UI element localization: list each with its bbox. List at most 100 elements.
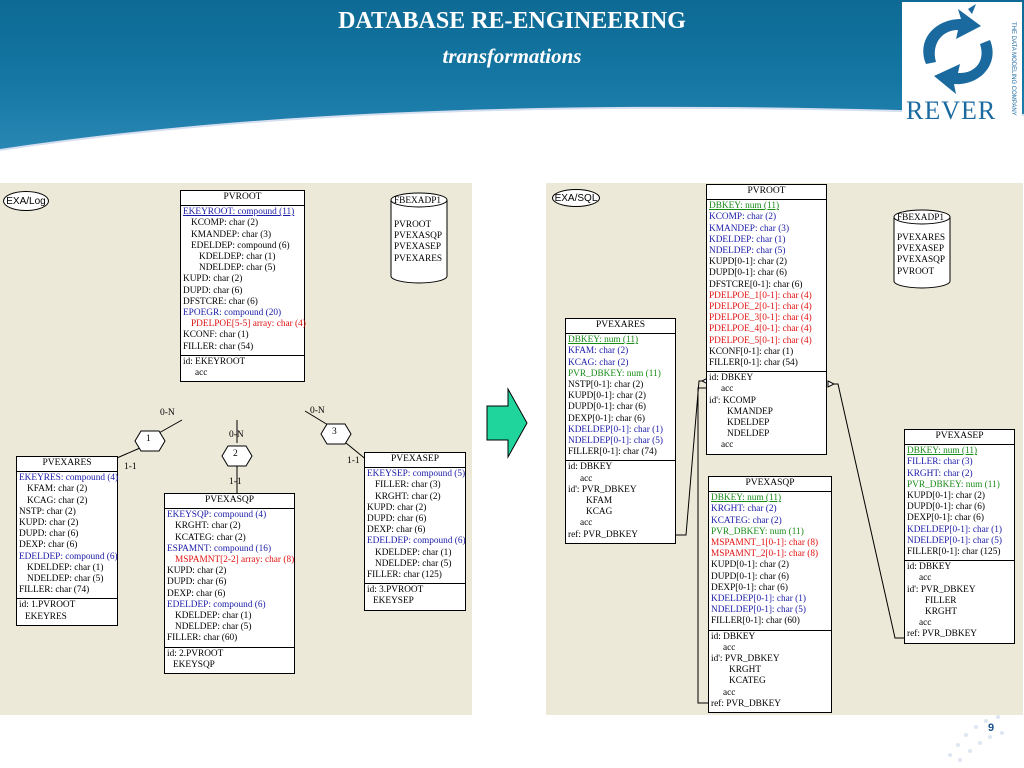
attribute-row: EPOEGR: compound (20) bbox=[183, 308, 282, 319]
attribute-row: DUPD[0-1]: char (6) bbox=[568, 402, 646, 413]
rel-2-card-top: 0-N bbox=[229, 430, 244, 440]
logo-tagline: THE DATA MODELING COMPANY bbox=[1010, 22, 1016, 116]
identifier-row: KMANDEP bbox=[727, 406, 773, 417]
entity-name: PVEXASQP bbox=[709, 477, 831, 493]
attribute-row: DEXP[0-1]: char (6) bbox=[568, 413, 645, 424]
rel-1-card-bottom: 1-1 bbox=[124, 462, 137, 472]
logo-swirl-icon bbox=[923, 4, 993, 94]
attribute-row: DUPD: char (6) bbox=[167, 577, 227, 588]
attribute-row: NDELDEP[0-1]: char (5) bbox=[907, 535, 1003, 546]
entity-attributes: DBKEY: num (11)FILLER: char (3)KRGHT: ch… bbox=[905, 445, 1014, 562]
attribute-row: PVR_DBKEY: num (11) bbox=[907, 479, 1000, 490]
attribute-row: DEXP: char (6) bbox=[167, 588, 226, 599]
attribute-row: EDELDEP: compound (6) bbox=[167, 599, 266, 610]
attribute-row: KCATEG: char (2) bbox=[711, 515, 782, 526]
attribute-row: MSPAMNT_2[0-1]: char (8) bbox=[711, 549, 819, 560]
attribute-row: FILLER[0-1]: char (125) bbox=[907, 547, 1001, 558]
rel-3-card-bottom: 1-1 bbox=[347, 456, 360, 466]
identifier-row: KFAM bbox=[586, 496, 613, 507]
rel-3-shape bbox=[320, 423, 352, 445]
rel-2-card-bottom: 1-1 bbox=[229, 477, 242, 487]
attribute-row: KDELDEP[0-1]: char (1) bbox=[907, 524, 1003, 535]
identifier-row: NDELDEP bbox=[727, 429, 770, 440]
attribute-row: KUPD: char (2) bbox=[367, 502, 427, 513]
logo-text: REVER bbox=[906, 96, 997, 125]
attribute-row: KCONF: char (1) bbox=[183, 330, 249, 341]
transform-arrow-icon bbox=[486, 387, 528, 459]
entity-name: PVEXARES bbox=[566, 319, 675, 335]
attribute-row: KCOMP: char (2) bbox=[709, 212, 777, 223]
attribute-row: KRGHT: char (2) bbox=[375, 491, 441, 502]
attribute-row: DEXP[0-1]: char (6) bbox=[711, 582, 788, 593]
entity-name: PVROOT bbox=[707, 185, 826, 201]
identifier-row: ref: PVR_DBKEY bbox=[907, 629, 977, 640]
identifier-row: EKEYSEP bbox=[373, 596, 414, 607]
attribute-row: KRGHT: char (2) bbox=[907, 468, 973, 479]
attribute-row: PDELPOE[5-5] array: char (4) bbox=[191, 319, 306, 330]
file-item: PVEXASEP bbox=[394, 242, 442, 253]
file-item: PVROOT bbox=[394, 220, 432, 230]
entity-name: PVROOT bbox=[181, 191, 304, 207]
attribute-row: PVR_DBKEY: num (11) bbox=[568, 368, 661, 379]
attribute-row: FILLER[0-1]: char (54) bbox=[709, 358, 798, 369]
attribute-row: KUPD: char (2) bbox=[19, 518, 79, 529]
left-schema-label: EXA/Log bbox=[3, 191, 49, 211]
file-item: PVROOT bbox=[897, 266, 935, 277]
identifier-row: KCAG bbox=[586, 507, 613, 518]
attribute-row: EKEYSQP: compound (4) bbox=[167, 510, 267, 521]
entity-attributes: DBKEY: num (11)KRGHT: char (2)KCATEG: ch… bbox=[709, 492, 831, 631]
right-schema-label: EXA/SQL bbox=[552, 189, 600, 207]
footer-dots-decoration bbox=[948, 715, 1004, 762]
identifier-row: KDELDEP bbox=[727, 418, 770, 429]
attribute-row: KMANDEP: char (3) bbox=[709, 223, 790, 234]
attribute-row: KFAM: char (2) bbox=[568, 346, 629, 357]
attribute-row: EKEYRES: compound (4) bbox=[19, 473, 119, 484]
identifier-row: acc bbox=[919, 573, 932, 584]
entity-attributes: EKEYROOT: compound (11)KCOMP: char (2)KM… bbox=[181, 206, 306, 356]
attribute-row: KUPD[0-1]: char (2) bbox=[568, 391, 646, 402]
attribute-row: KCONF[0-1]: char (1) bbox=[709, 346, 794, 357]
attribute-row: MSPAMNT[2-2] array: char (8) bbox=[175, 555, 295, 566]
page-number: 9 bbox=[988, 722, 995, 734]
rel-1-shape bbox=[134, 430, 166, 452]
attribute-row: DBKEY: num (11) bbox=[907, 446, 978, 457]
attribute-row: KDELDEP: char (1) bbox=[375, 547, 452, 558]
attribute-row: KUPD[0-1]: char (2) bbox=[907, 491, 985, 502]
identifier-row: id: DBKEY bbox=[568, 462, 613, 473]
rel-2-number: 2 bbox=[233, 449, 238, 459]
attribute-row: FILLER: char (54) bbox=[183, 341, 254, 352]
rel-1-number: 1 bbox=[146, 434, 151, 444]
identifier-row: KRGHT bbox=[729, 665, 762, 676]
identifier-row: FILLER bbox=[925, 595, 957, 606]
attribute-row: DBKEY: num (11) bbox=[711, 493, 782, 504]
identifier-row: acc bbox=[919, 618, 932, 629]
attribute-row: FILLER[0-1]: char (74) bbox=[568, 447, 657, 458]
attribute-row: KUPD: char (2) bbox=[167, 566, 227, 577]
identifier-row: acc bbox=[195, 368, 208, 379]
identifier-row: KRGHT bbox=[925, 607, 958, 618]
attribute-row: KUPD[0-1]: char (2) bbox=[711, 560, 789, 571]
attribute-row: PDELPOE_3[0-1]: char (4) bbox=[709, 313, 812, 324]
header-curve bbox=[0, 106, 1024, 185]
attribute-row: PDELPOE_4[0-1]: char (4) bbox=[709, 324, 812, 335]
attribute-row: NDELDEP[0-1]: char (5) bbox=[568, 436, 664, 447]
attribute-row: NDELDEP[0-1]: char (5) bbox=[711, 605, 807, 616]
attribute-row: KUPD: char (2) bbox=[183, 274, 243, 285]
identifier-row: EKEYRES bbox=[25, 611, 67, 622]
